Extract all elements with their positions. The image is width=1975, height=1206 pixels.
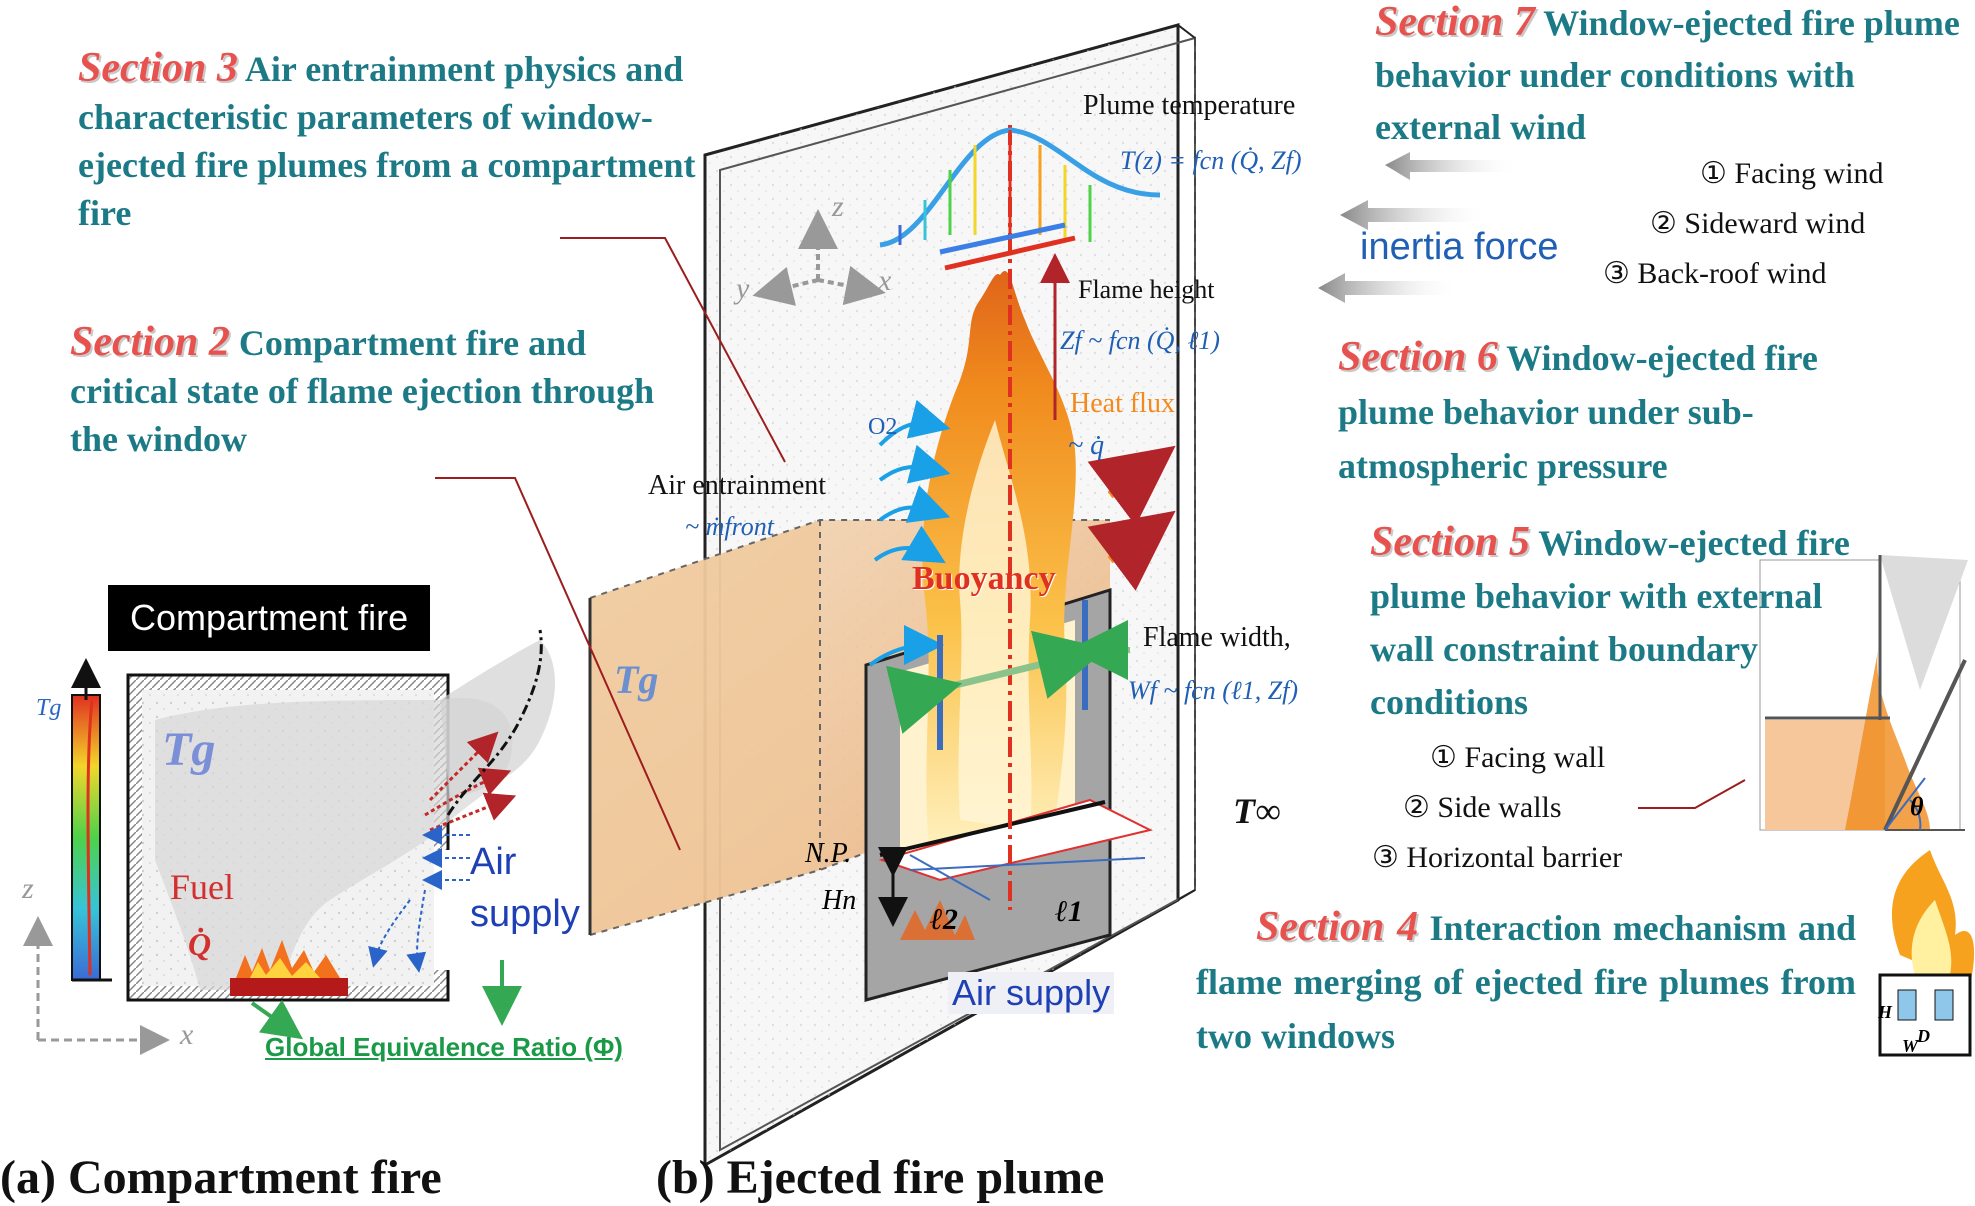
oxygen-label: O2 xyxy=(868,414,898,440)
section-7-text: Window-ejected fire plume behavior under… xyxy=(1375,3,1960,147)
axis-x-left: x xyxy=(180,1018,194,1051)
axis-z-left: z xyxy=(22,872,34,905)
plume-temperature-title: Plume temperature xyxy=(1083,90,1296,121)
section-7-number: Section 7 xyxy=(1375,0,1535,45)
section-2-text: Compartment fire and critical state of f… xyxy=(70,323,655,459)
s5-item-3: ③ Horizontal barrier xyxy=(1372,841,1623,874)
buoyancy-label: Buoyancy xyxy=(912,560,1056,597)
section-5-text: Window-ejected fire plume behavior with … xyxy=(1370,523,1850,722)
s4-h-label: H xyxy=(1878,1002,1893,1022)
heat-flux-label: Heat flux xyxy=(1070,388,1175,419)
section-3: Section 3 Air entrainment physics and ch… xyxy=(78,44,698,237)
flame-height-line xyxy=(944,235,1076,271)
section-2: Section 2 Compartment fire and critical … xyxy=(70,318,680,463)
s5-item-2: ② Side walls xyxy=(1403,791,1562,824)
section-5-number: Section 5 xyxy=(1370,519,1530,565)
air-entrainment-label: Air entrainment xyxy=(648,470,827,501)
side-wall-figure xyxy=(1759,555,1968,831)
l1-label: ℓ1 xyxy=(1055,895,1083,928)
air-supply-label-left: Air supply xyxy=(470,841,580,935)
s7-item-3: ③ Back-roof wind xyxy=(1603,257,1827,290)
flame-height-equation: Zf ~ fcn (Q̇, ℓ1) xyxy=(1060,326,1220,355)
section-6: Section 6 Window-ejected fire plume beha… xyxy=(1338,330,1898,493)
fuel-label: Fuel xyxy=(170,867,235,907)
axis-z-center: z xyxy=(832,190,844,223)
air-entrainment-symbol: ~ ṁfront xyxy=(685,512,774,541)
l2-label: ℓ2 xyxy=(930,903,958,936)
section-6-number: Section 6 xyxy=(1338,334,1498,380)
section-2-number: Section 2 xyxy=(70,319,230,365)
heat-release-rate-label: Q̇ xyxy=(188,926,212,962)
flame-width-equation: Wf ~ fcn (ℓ1, Zf) xyxy=(1128,676,1299,705)
section-3-text: Air entrainment physics and characterist… xyxy=(78,49,696,233)
caption-a: (a) Compartment fire xyxy=(0,1151,442,1204)
section-4-text: Interaction mechanism and flame merging … xyxy=(1196,908,1857,1056)
section-6-text: Window-ejected fire plume behavior under… xyxy=(1338,338,1818,486)
fuel-tray xyxy=(230,978,348,996)
two-window-figure xyxy=(1878,850,1975,1057)
neutral-plane-label: N.P. xyxy=(805,838,852,869)
flame-width-title: Flame width, xyxy=(1143,622,1291,653)
plume-temperature-equation: T(z) = fcn (Q̇, Zf) xyxy=(1120,146,1302,175)
s7-item-2: ② Sideward wind xyxy=(1650,207,1866,240)
global-equivalence-ratio: Global Equivalence Ratio (Φ) xyxy=(265,1032,623,1062)
colorbar-tg-label: Tg xyxy=(36,695,62,721)
section-3-number: Section 3 xyxy=(78,45,238,91)
section-4: Section 4 Interaction mechanism and flam… xyxy=(1196,900,1856,1063)
theta-label: θ xyxy=(1910,792,1924,821)
ambient-temperature-label: T∞ xyxy=(1233,791,1281,831)
heat-flux-symbol: ~ q̇ xyxy=(1068,430,1105,461)
hn-label: Hn xyxy=(822,885,857,916)
s5-item-1: ① Facing wall xyxy=(1430,741,1606,774)
section-4-number: Section 4 xyxy=(1256,904,1419,950)
ejected-plume-figure xyxy=(435,23,1746,1168)
s4-w-label: W xyxy=(1902,1036,1919,1056)
s7-item-1: ① Facing wind xyxy=(1700,157,1884,190)
compartment-fire-title: Compartment fire xyxy=(108,585,431,651)
temperature-colorbar xyxy=(71,694,101,981)
section-5: Section 5 Window-ejected fire plume beha… xyxy=(1370,516,1860,729)
gas-temperature-label: Tg xyxy=(162,723,216,776)
s4-d-label: D xyxy=(1917,1026,1930,1046)
caption-b: (b) Ejected fire plume xyxy=(656,1151,1105,1204)
compartment-panel xyxy=(23,629,555,1055)
flame-height-title: Flame height xyxy=(1078,275,1215,304)
axis-y-center: y xyxy=(736,272,750,305)
section-7: Section 7 Window-ejected fire plume beha… xyxy=(1375,0,1975,153)
axis-x-center: x xyxy=(878,264,892,297)
wind-arrows xyxy=(1318,152,1520,303)
inertia-force-label: inertia force xyxy=(1360,226,1559,268)
air-supply-label-center: Air supply xyxy=(948,972,1115,1014)
box-tg-label: Tg xyxy=(614,657,659,702)
